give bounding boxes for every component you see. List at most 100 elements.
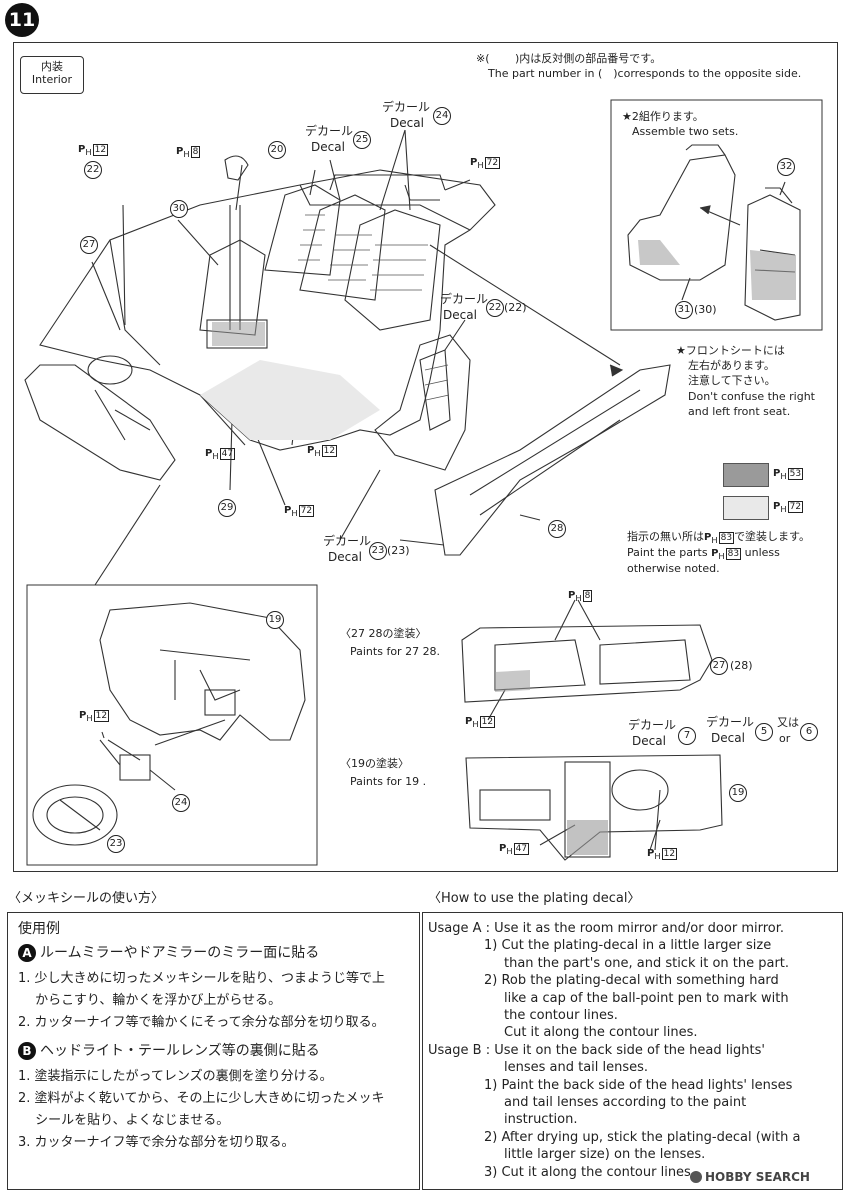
usage-example-label: 使用例: [18, 921, 60, 937]
part-number-31: 31: [675, 301, 693, 319]
watermark-logo-icon: [690, 1171, 702, 1183]
dashboard-left: [24, 364, 176, 481]
opposite-note-en: The part number in ( )corresponds to the…: [488, 67, 802, 80]
en-line-12: instruction.: [504, 1112, 578, 1128]
decal-7-en: Decal: [632, 734, 666, 748]
en-line-1: Usage A : Use it as the room mirror and/…: [428, 921, 785, 936]
part-number-7: 7: [678, 727, 696, 745]
interior-frame: [13, 42, 838, 872]
plating-en-content: Usage A : Use it as the room mirror and/…: [428, 920, 838, 1181]
part-number-30: 30: [170, 200, 188, 218]
usage-b-badge: B: [18, 1042, 36, 1060]
part-number-19-dash: 19: [729, 784, 747, 802]
or-jp: 又は: [777, 716, 799, 729]
door-paint-shape: [461, 624, 713, 703]
jp-a-item-2: からこすり、輪かくを浮かび上がらせる。: [18, 993, 282, 1008]
decal-label-25-en: Decal: [311, 140, 345, 154]
part-number-5: 5: [755, 723, 773, 741]
part-number-27-door: 27: [710, 657, 728, 675]
paint-note-en2: otherwise noted.: [627, 562, 720, 575]
part-number-19-inset: 19: [266, 611, 284, 629]
part-number-30-paren: (30): [694, 303, 717, 316]
part-number-20: 20: [268, 141, 286, 159]
interior-assembly-drawing: [24, 99, 823, 866]
decal-label-22-jp: デカール: [440, 292, 489, 306]
part-number-22-right: 22: [486, 299, 504, 317]
en-line-6: the contour lines.: [504, 1008, 618, 1024]
step-badge: 11: [5, 3, 39, 37]
dashboard-inset-shape: [99, 602, 306, 741]
en-line-8: Usage B : Use it on the back side of the…: [428, 1042, 765, 1058]
decal-5-en: Decal: [711, 731, 745, 745]
jp-b-item-3: シールを貼り、よくなじませる。: [18, 1113, 230, 1128]
part-number-23: 23: [369, 542, 387, 560]
en-line-10: 1) Paint the back side of the head light…: [484, 1077, 793, 1093]
jp-b-item-1: 1. 塗装指示にしたがってレンズの裏側を塗り分ける。: [18, 1069, 333, 1084]
part-number-28-paren: (28): [730, 659, 753, 672]
part-number-32: 32: [777, 158, 795, 176]
decal-label-25-jp: デカール: [305, 124, 354, 138]
watermark: HOBBY SEARCH: [690, 1170, 810, 1184]
section-label-en: Interior: [31, 73, 73, 86]
en-line-3: than the part's one, and stick it on the…: [504, 955, 790, 971]
assemble-two-en: Assemble two sets.: [632, 125, 739, 138]
section-label: 内装 Interior: [20, 56, 84, 94]
front-seat-note-en1: Don't confuse the right: [688, 390, 815, 403]
en-line-13: 2) After drying up, stick the plating-de…: [484, 1129, 801, 1145]
part-number-27: 27: [80, 236, 98, 254]
rear-seat-shape: [264, 184, 341, 276]
opposite-note-jp: ※( )内は反対側の部品番号です。: [476, 52, 662, 65]
part-number-28: 28: [548, 520, 566, 538]
paints-27-28-jp: 〈27 28の塗装〉: [340, 627, 427, 640]
part-number-22: 22: [84, 161, 102, 179]
or-en: or: [779, 732, 791, 745]
decal-7-jp: デカール: [628, 718, 677, 732]
plating-jp-title: 〈メッキシールの使い方〉: [8, 891, 165, 906]
front-seat-note-en2: and left front seat.: [688, 405, 791, 418]
plating-jp-box: [7, 912, 420, 1190]
part-number-29: 29: [218, 499, 236, 517]
usage-a-badge: A: [18, 944, 36, 962]
decal-label-22-en: Decal: [443, 308, 477, 322]
en-line-7: Cut it along the contour lines.: [504, 1025, 698, 1041]
en-line-14: little larger size) on the lenses.: [504, 1147, 706, 1163]
front-seat-left-shape: [199, 239, 266, 336]
paints-19-jp: 〈19の塗装〉: [340, 757, 409, 770]
part-number-23-inset: 23: [107, 835, 125, 853]
jp-b-item-2: 2. 塗料がよく乾いてから、その上に少し大きめに切ったメッキ: [18, 1091, 385, 1106]
front-seat-note-jp2: 左右があります。: [688, 359, 775, 372]
jp-b-item-4: 3. カッターナイフ等で余分な部分を切り取る。: [18, 1135, 295, 1150]
decal-label-24-en: Decal: [390, 116, 424, 130]
part-number-25: 25: [353, 131, 371, 149]
jp-a-item-3: 2. カッターナイフ等で輪かくにそって余分な部分を切り取る。: [18, 1015, 385, 1030]
part-number-24: 24: [433, 107, 451, 125]
decal-label-24-jp: デカール: [382, 100, 431, 114]
decal-label-23-en: Decal: [328, 550, 362, 564]
part-number-24-inset: 24: [172, 794, 190, 812]
door-panel-shape: [434, 364, 671, 556]
step-number: 11: [8, 9, 36, 31]
jp-a-item-1: 1. 少し大きめに切ったメッキシールを貼り、つまようじ等で上: [18, 971, 386, 986]
front-seat-right-shape: [374, 334, 471, 471]
en-line-9: lenses and tail lenses.: [504, 1060, 649, 1076]
paints-19-en: Paints for 19 .: [350, 775, 427, 788]
decal-label-23-jp: デカール: [323, 534, 372, 548]
swatch-ph53: [723, 463, 769, 487]
paints-27-28-en: Paints for 27 28.: [350, 645, 441, 658]
